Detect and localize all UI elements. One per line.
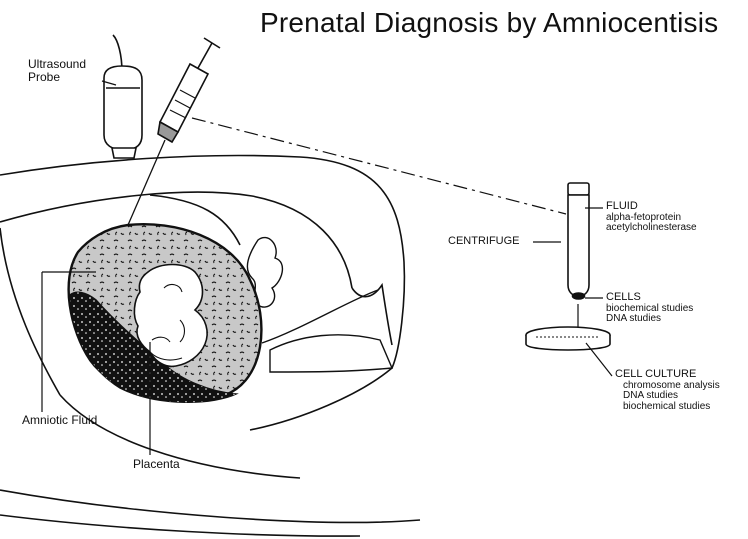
fluid-heading: FLUID	[606, 201, 697, 213]
probe-label-line1: Ultrasound	[28, 58, 86, 71]
cell-culture-heading: CELL CULTURE	[615, 369, 720, 381]
ultrasound-probe-drawing	[104, 35, 142, 158]
cells-label-group: CELLS biochemical studies DNA studies	[606, 292, 693, 325]
ultrasound-probe-label: Ultrasound Probe	[28, 58, 86, 83]
culture-item-dna: DNA studies	[615, 391, 720, 402]
fluid-item-acetylcholinesterase: acetylcholinesterase	[606, 223, 697, 234]
centrifuge-tube-drawing	[568, 183, 589, 299]
culture-dish-drawing	[526, 304, 610, 350]
culture-item-biochemical: biochemical studies	[615, 402, 720, 413]
cells-heading: CELLS	[606, 292, 693, 304]
cell-culture-label-group: CELL CULTURE chromosome analysis DNA stu…	[615, 369, 720, 412]
cells-item-dna: DNA studies	[606, 314, 693, 325]
fluid-label-group: FLUID alpha-fetoprotein acetylcholineste…	[606, 201, 697, 234]
page-title: Prenatal Diagnosis by Amniocentisis	[260, 8, 718, 37]
transfer-dash-line	[192, 118, 566, 214]
placenta-label: Placenta	[133, 458, 180, 471]
probe-label-line2: Probe	[28, 71, 86, 84]
centrifuge-label: CENTRIFUGE	[448, 236, 520, 248]
amniotic-fluid-label: Amniotic Fluid	[22, 414, 97, 427]
cervix-structure	[247, 238, 392, 372]
